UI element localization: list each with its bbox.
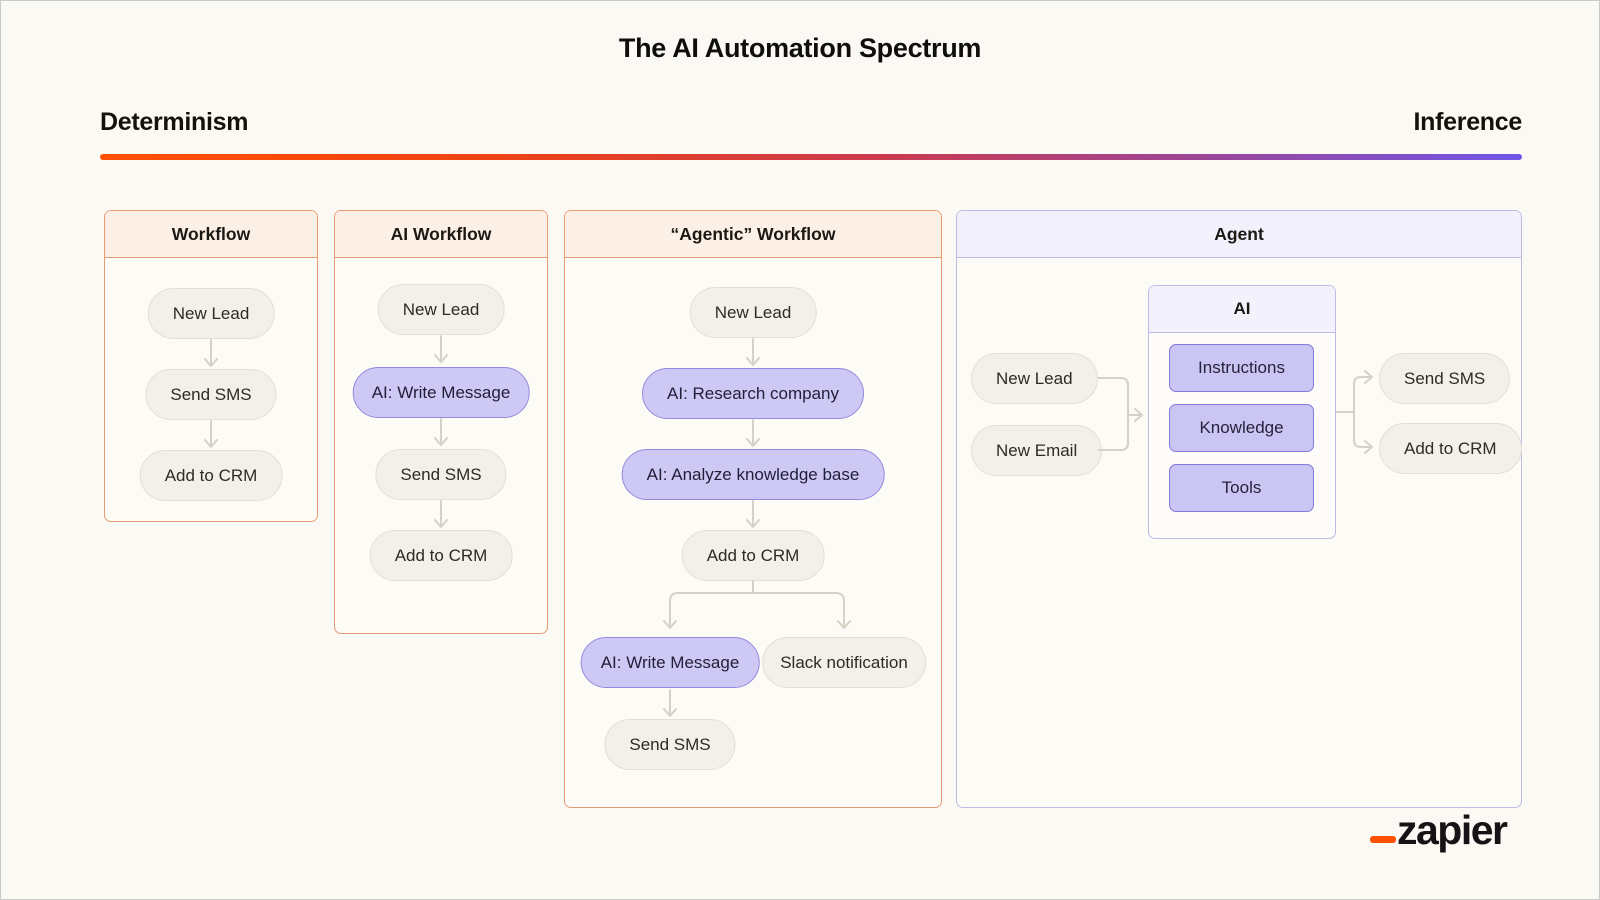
node-slack-notification: Slack notification: [762, 637, 926, 688]
ai-box-title: AI: [1149, 286, 1335, 333]
spectrum-gradient-bar: [100, 154, 1522, 160]
panel-ai-workflow: AI Workflow New Lead AI: Write Message S…: [334, 210, 548, 634]
panel-agent-title: Agent: [957, 211, 1521, 258]
ai-knowledge: Knowledge: [1169, 404, 1314, 452]
arrow-down-icon: [204, 339, 218, 367]
zapier-logo-underscore: [1370, 835, 1396, 843]
node-ai-write-message: AI: Write Message: [352, 367, 530, 418]
node-new-lead: New Lead: [971, 353, 1098, 404]
node-new-email: New Email: [971, 425, 1103, 476]
arrow-down-icon: [434, 418, 448, 446]
spectrum-label-determinism: Determinism: [100, 108, 249, 136]
ai-instructions: Instructions: [1169, 344, 1314, 392]
ai-box: AI Instructions Knowledge Tools: [1148, 285, 1336, 539]
node-send-sms: Send SMS: [145, 369, 277, 420]
page-title: The AI Automation Spectrum: [618, 33, 982, 63]
panel-agentic-workflow: “Agentic” Workflow New Lead AI: Research…: [564, 210, 942, 808]
arrow-down-icon: [434, 335, 448, 363]
node-add-to-crm: Add to CRM: [681, 530, 825, 581]
ai-tools: Tools: [1169, 464, 1314, 512]
node-ai-research-company: AI: Research company: [642, 368, 864, 419]
zapier-logo: zapier: [1370, 807, 1508, 853]
arrow-down-icon: [663, 689, 677, 717]
fanout-connector: [1336, 370, 1373, 454]
node-send-sms: Send SMS: [375, 449, 507, 500]
node-ai-write-message: AI: Write Message: [580, 637, 760, 688]
panel-ai-workflow-title: AI Workflow: [335, 211, 547, 258]
node-add-to-crm: Add to CRM: [1379, 423, 1522, 474]
spectrum-label-inference: Inference: [1413, 108, 1523, 136]
branch-split-connector: [663, 580, 851, 629]
node-new-lead: New Lead: [377, 284, 505, 335]
panel-workflow-title: Workflow: [105, 211, 317, 258]
node-add-to-crm: Add to CRM: [369, 530, 513, 581]
node-ai-analyze-knowledge-base: AI: Analyze knowledge base: [621, 449, 885, 500]
node-send-sms: Send SMS: [604, 719, 736, 770]
arrow-down-icon: [746, 338, 760, 366]
panel-agentic-workflow-title: “Agentic” Workflow: [565, 211, 941, 258]
arrow-down-icon: [746, 500, 760, 528]
node-add-to-crm: Add to CRM: [139, 450, 283, 501]
node-new-lead: New Lead: [147, 288, 275, 339]
node-send-sms: Send SMS: [1379, 353, 1511, 404]
panel-agent: Agent New Lead New Email AI Instructions…: [956, 210, 1522, 808]
arrow-down-icon: [746, 419, 760, 447]
node-new-lead: New Lead: [689, 287, 817, 338]
panel-workflow: Workflow New Lead Send SMS Add to CRM: [104, 210, 318, 522]
arrow-down-icon: [434, 500, 448, 528]
merge-connector: [1098, 377, 1143, 451]
zapier-logo-text: zapier: [1397, 807, 1508, 853]
arrow-down-icon: [204, 420, 218, 448]
